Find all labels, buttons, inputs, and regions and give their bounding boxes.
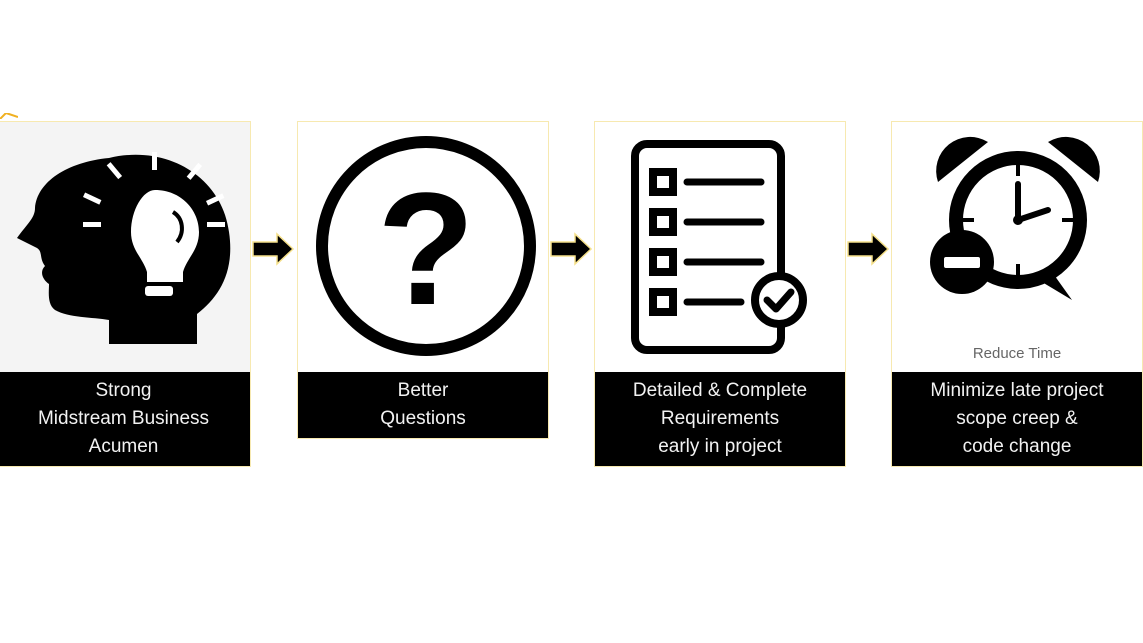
caption-line: Midstream Business [37,408,210,429]
caption-line: Detailed & Complete [632,380,808,401]
caption-line: code change [962,436,1072,457]
head-lightbulb-icon [0,122,250,374]
caption-line: Requirements [660,408,780,429]
step-card-better-questions: ? Better Questions [297,121,549,439]
caption-line: Questions [380,408,466,429]
arrow-right-icon [550,232,593,266]
step-card-business-acumen: Strong Midstream Business Acumen [0,121,251,467]
step-card-requirements: Detailed & Complete Requirements early i… [594,121,846,467]
caption-line: Better [397,380,449,401]
question-circle-icon: ? [298,122,548,374]
alarm-clock-minus-icon [892,122,1142,374]
reduce-time-label: Reduce Time [972,345,1062,362]
caption-line: Acumen [88,436,159,457]
step-card-reduce-time: Reduce Time Minimize late project scope … [891,121,1143,467]
caption-line: early in project [658,436,782,457]
step-caption: Better Questions [298,372,548,438]
caption-line: Minimize late project [930,380,1104,401]
step-caption: Detailed & Complete Requirements early i… [595,372,845,466]
step-caption: Strong Midstream Business Acumen [0,372,250,466]
checklist-icon [595,122,845,374]
arrow-right-icon [252,232,295,266]
step-caption: Minimize late project scope creep & code… [892,372,1142,466]
caption-line: scope creep & [956,408,1078,429]
caption-line: Strong [95,380,152,401]
svg-text:?: ? [377,159,475,338]
arrow-right-icon [847,232,890,266]
corner-accent [0,113,18,119]
